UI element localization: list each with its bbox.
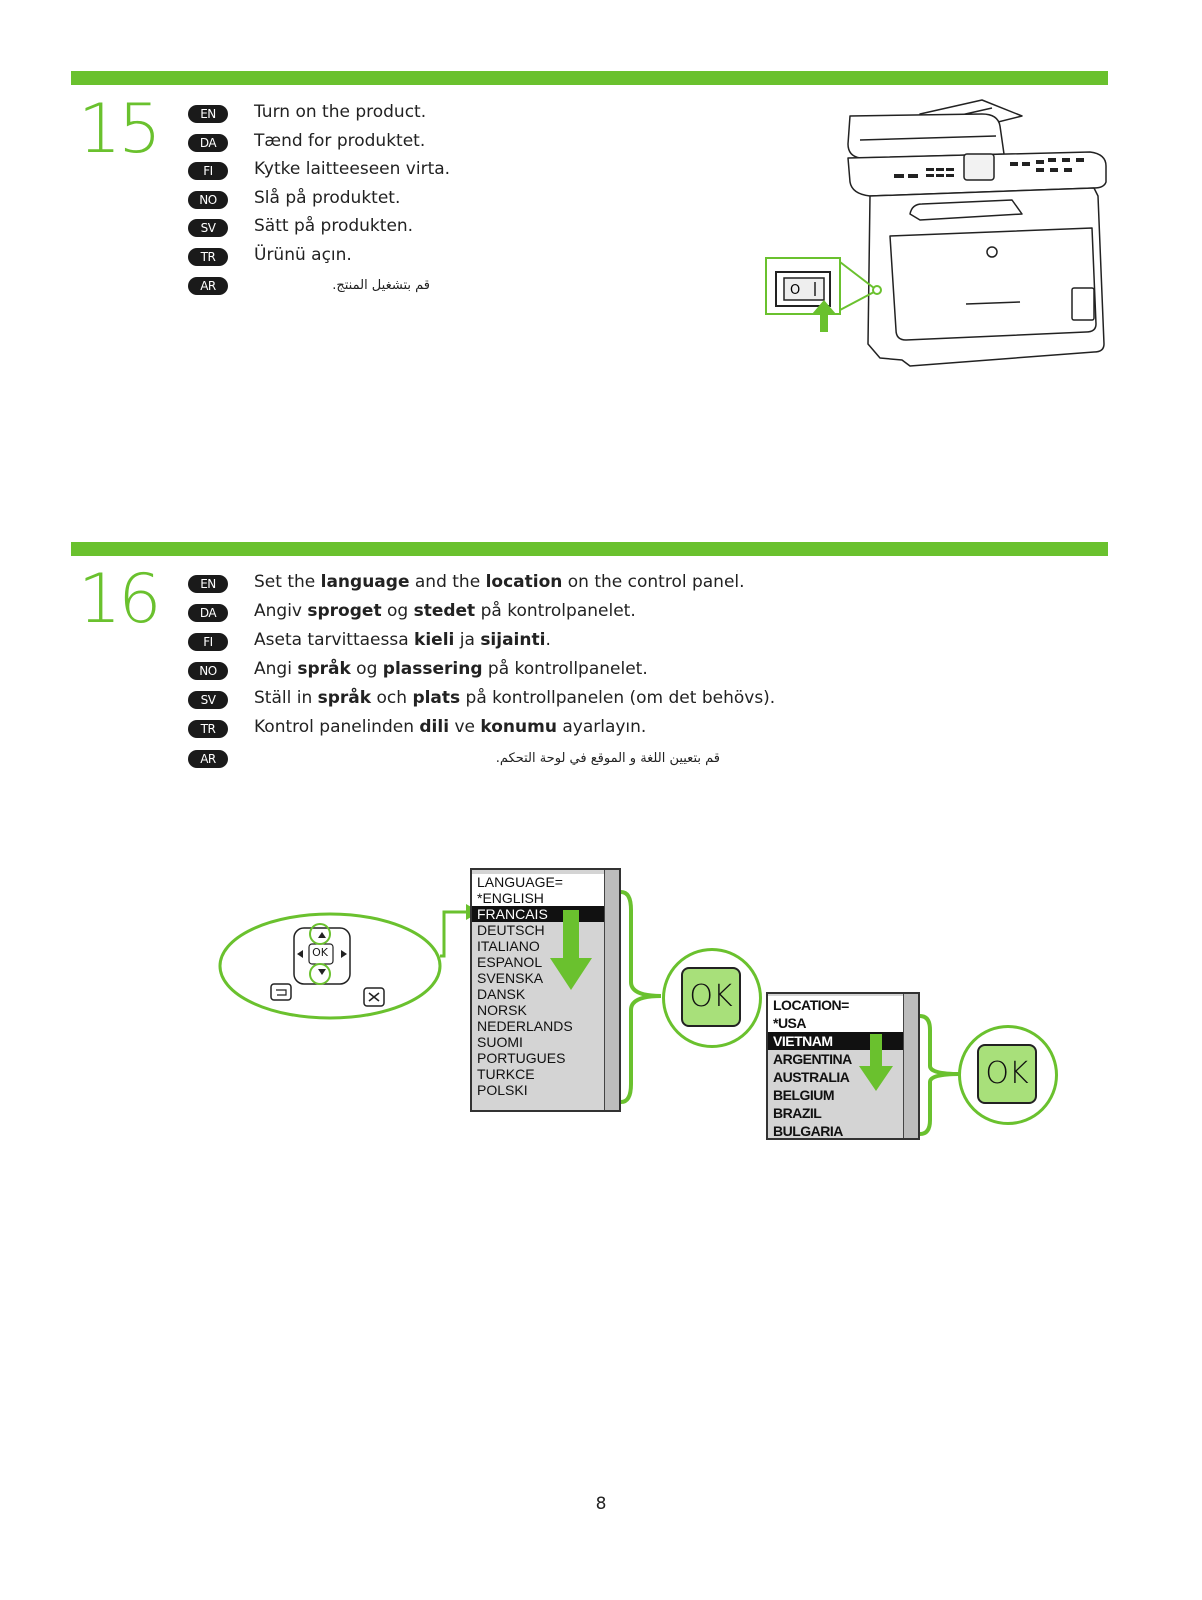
menu-item: SUOMI bbox=[477, 1034, 523, 1050]
scroll-down-arrow-icon bbox=[550, 910, 592, 990]
page-number: 8 bbox=[595, 1494, 607, 1514]
instruction-text-arabic: قم بتعيين اللغة و الموقع في لوحة التحكم. bbox=[495, 751, 720, 766]
menu-title: LOCATION= bbox=[768, 996, 918, 1014]
menu-title: LANGUAGE= bbox=[472, 874, 619, 890]
bracket-icon bbox=[919, 1014, 961, 1136]
instruction-text: Set the language and the location on the… bbox=[254, 572, 745, 592]
instruction-text: Aseta tarvittaessa kieli ja sijainti. bbox=[254, 630, 551, 650]
instruction-text: Kytke laitteeseen virta. bbox=[254, 159, 451, 179]
lang-badge: EN bbox=[188, 105, 228, 123]
section-bar-16 bbox=[71, 542, 1108, 556]
menu-item: NEDERLANDS bbox=[477, 1018, 573, 1034]
scrollbar bbox=[604, 870, 619, 1110]
instruction-text: Ürünü açın. bbox=[254, 245, 352, 265]
menu-item-selected: VIETNAM bbox=[768, 1032, 918, 1050]
scrollbar bbox=[903, 994, 918, 1138]
lang-badge: FI bbox=[188, 162, 228, 180]
menu-item: POLSKI bbox=[477, 1082, 528, 1098]
menu-item: ITALIANO bbox=[477, 938, 540, 954]
instruction-text: Sätt på produkten. bbox=[254, 216, 414, 236]
menu-item: DEUTSCH bbox=[477, 922, 545, 938]
control-panel-illustration bbox=[218, 904, 480, 1020]
menu-item-selected: FRANCAIS bbox=[472, 906, 619, 922]
bracket-icon bbox=[620, 890, 662, 1104]
instruction-text: Ställ in språk och plats på kontrollpane… bbox=[254, 688, 776, 708]
step-number-15: 15 bbox=[78, 90, 162, 169]
instruction-text: Tænd for produktet. bbox=[254, 131, 426, 151]
menu-item: DANSK bbox=[477, 986, 526, 1002]
svg-text:O: O bbox=[790, 283, 800, 298]
location-menu: LOCATION= *USA VIETNAM ARGENTINA AUSTRAL… bbox=[766, 992, 920, 1140]
instruction-text: Turn on the product. bbox=[254, 102, 427, 122]
ok-button: OK bbox=[681, 967, 741, 1027]
ok-highlight-ring bbox=[958, 1025, 1058, 1125]
menu-item: PORTUGUES bbox=[477, 1050, 566, 1066]
menu-item: NORSK bbox=[477, 1002, 527, 1018]
menu-item: AUSTRALIA bbox=[773, 1069, 850, 1085]
lang-badge: FI bbox=[188, 633, 228, 651]
section-bar-15 bbox=[71, 71, 1108, 85]
language-menu: LANGUAGE= *ENGLISH FRANCAIS DEUTSCH ITAL… bbox=[470, 868, 621, 1112]
menu-item: ARGENTINA bbox=[773, 1051, 852, 1067]
instruction-text-arabic: قم بتشغيل المنتج. bbox=[332, 278, 430, 293]
lang-badge: TR bbox=[188, 720, 228, 738]
lang-badge: AR bbox=[188, 750, 228, 768]
lang-badge: NO bbox=[188, 191, 228, 209]
ok-button: OK bbox=[977, 1044, 1037, 1104]
instruction-text: Angi språk og plassering på kontrollpane… bbox=[254, 659, 648, 679]
instruction-text: Slå på produktet. bbox=[254, 188, 401, 208]
lang-badge: DA bbox=[188, 134, 228, 152]
scroll-down-arrow-icon bbox=[859, 1034, 893, 1091]
menu-item: *ENGLISH bbox=[472, 890, 619, 906]
menu-item: BELGIUM bbox=[773, 1087, 835, 1103]
lang-badge: TR bbox=[188, 248, 228, 266]
lang-badge: DA bbox=[188, 604, 228, 622]
menu-item: TURKCE bbox=[477, 1066, 535, 1082]
ok-highlight-ring bbox=[662, 948, 762, 1048]
lang-badge: SV bbox=[188, 219, 228, 237]
menu-item: SVENSKA bbox=[477, 970, 544, 986]
menu-item: ESPANOL bbox=[477, 954, 543, 970]
menu-item: *USA bbox=[768, 1014, 918, 1032]
lang-badge: AR bbox=[188, 277, 228, 295]
ok-button-small: OK bbox=[312, 946, 328, 959]
printer-illustration: O bbox=[765, 99, 1107, 367]
lang-badge: EN bbox=[188, 575, 228, 593]
lang-badge: NO bbox=[188, 662, 228, 680]
menu-item: BRAZIL bbox=[773, 1105, 822, 1121]
instruction-text: Angiv sproget og stedet på kontrolpanele… bbox=[254, 601, 636, 621]
instruction-text: Kontrol panelinden dili ve konumu ayarla… bbox=[254, 717, 647, 737]
menu-item: BULGARIA bbox=[773, 1123, 843, 1139]
lang-badge: SV bbox=[188, 691, 228, 709]
step-number-16: 16 bbox=[78, 560, 162, 639]
